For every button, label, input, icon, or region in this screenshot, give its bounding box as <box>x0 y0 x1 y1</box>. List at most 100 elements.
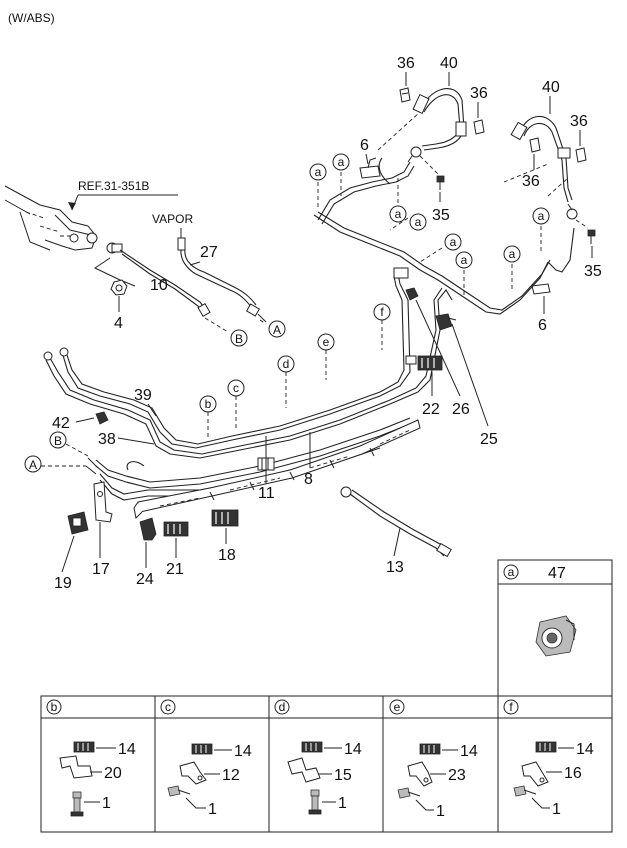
cell-e-letter: e <box>394 700 401 714</box>
clip-36-a <box>399 87 411 103</box>
clip-24 <box>139 517 157 541</box>
marker-B-2-text: B <box>54 434 62 448</box>
clip-14-icon <box>73 741 95 753</box>
label-36-c: 36 <box>570 113 588 130</box>
label-6-upper: 6 <box>360 137 369 154</box>
clip-22 <box>417 355 443 371</box>
bubble-a-8: a <box>532 207 550 225</box>
bolt-1-icon <box>167 785 191 797</box>
leader-42 <box>75 417 95 423</box>
detail-a-part: 47 <box>548 565 566 582</box>
label-40-right: 40 <box>542 79 560 96</box>
cell-d-bolt: 1 <box>338 795 347 812</box>
leader-10 <box>157 279 166 285</box>
cell-d-bracket: 15 <box>334 767 352 784</box>
bracket-6-upper <box>359 157 381 179</box>
cell-b-bracket: 20 <box>104 765 122 782</box>
label-26: 26 <box>452 401 470 418</box>
clip-14-icon <box>419 743 441 755</box>
cell-f-clip: 14 <box>576 741 594 758</box>
label-35-left: 35 <box>432 207 450 224</box>
label-11: 11 <box>258 485 275 502</box>
cell-c-bracket: 12 <box>222 767 240 784</box>
bracket-20-icon <box>59 755 93 779</box>
bubble-f: f <box>373 303 391 321</box>
leader-A1 <box>259 319 267 325</box>
label-4: 4 <box>114 315 123 332</box>
frame-rail-8 <box>133 419 421 520</box>
bubble-a-3: a <box>389 205 407 223</box>
cell-b-letter: b <box>51 700 58 714</box>
marker-B-2: B <box>49 431 67 449</box>
ref-leader <box>71 194 178 211</box>
pipe-10 <box>93 242 211 318</box>
detail-cell-b: b 14 20 1 <box>46 699 136 817</box>
leader-e-1 <box>415 799 434 811</box>
label-36-b: 36 <box>470 85 488 102</box>
label-8: 8 <box>304 471 313 488</box>
cell-f-letter: f <box>509 700 513 714</box>
detail-a-letter: a <box>508 565 515 579</box>
bubble-e: e <box>317 333 335 351</box>
bracket-15-icon <box>287 757 321 783</box>
bubble-a-1: a <box>309 163 327 181</box>
dash-hose-left <box>377 111 421 151</box>
marker-A-1-text: A <box>273 323 281 337</box>
bracket-23-icon <box>407 761 433 787</box>
bubble-b: b <box>199 395 217 413</box>
bubble-a-3-text: a <box>395 207 402 221</box>
leader-f-1 <box>531 797 550 809</box>
bubble-b-text: b <box>205 397 212 411</box>
bubble-f-text: f <box>380 305 384 319</box>
bolt-1-icon <box>397 787 421 799</box>
bubble-a-2: a <box>332 153 350 171</box>
cell-f-bracket: 16 <box>564 765 582 782</box>
bubble-a-5: a <box>444 233 462 251</box>
bubble-c-text: c <box>233 381 239 395</box>
detail-cell-f: f 14 16 1 <box>503 699 594 818</box>
connector-25 <box>435 313 457 331</box>
dash-35-left <box>419 155 439 175</box>
detail-cell-e: e 14 23 1 <box>389 699 478 820</box>
label-6-lower: 6 <box>538 317 547 334</box>
label-19: 19 <box>54 575 72 592</box>
detail-cell-d: d 14 15 1 <box>274 699 362 815</box>
marker-A-2: A <box>24 455 42 473</box>
detail-box-a: a 47 <box>497 559 613 697</box>
label-10: 10 <box>150 277 168 294</box>
bubble-d: d <box>277 355 295 373</box>
label-13: 13 <box>386 559 404 576</box>
marker-A-2-text: A <box>29 458 37 472</box>
marker-B-1-text: B <box>235 332 243 346</box>
bubble-a-2-text: a <box>338 155 345 169</box>
detail-cell-c: c 14 12 1 <box>160 699 252 818</box>
bubble-c: c <box>227 379 245 397</box>
bracket-16-icon <box>521 761 549 787</box>
label-38: 38 <box>98 431 116 448</box>
dash-35-right <box>575 219 589 229</box>
variant-label: (W/ABS) <box>8 11 55 25</box>
vapor-label: VAPOR <box>152 212 193 226</box>
upper-brake-lines <box>313 157 575 315</box>
clip-14-icon <box>191 743 213 755</box>
dash-a5 <box>419 247 443 263</box>
bubble-a-4: a <box>409 213 427 231</box>
clip-14-icon <box>535 741 557 753</box>
leader-6-upper <box>365 153 369 165</box>
bracket-6-lower <box>531 283 551 295</box>
clip-36-d <box>529 137 541 153</box>
marker-A-1 <box>268 320 286 338</box>
label-22: 22 <box>422 401 440 418</box>
cell-b-clip: 14 <box>118 741 136 758</box>
dash-a4 <box>389 217 409 231</box>
leader-B1 <box>204 317 229 333</box>
bubble-d-text: d <box>283 357 290 371</box>
label-39: 39 <box>134 387 152 404</box>
label-27: 27 <box>200 244 218 261</box>
cell-c-clip: 14 <box>234 743 252 760</box>
cell-d-clip: 14 <box>344 741 362 758</box>
leader-B2 <box>65 443 89 457</box>
leader-25 <box>451 323 489 427</box>
cell-e-bracket: 23 <box>448 767 466 784</box>
clip-18 <box>211 509 239 527</box>
